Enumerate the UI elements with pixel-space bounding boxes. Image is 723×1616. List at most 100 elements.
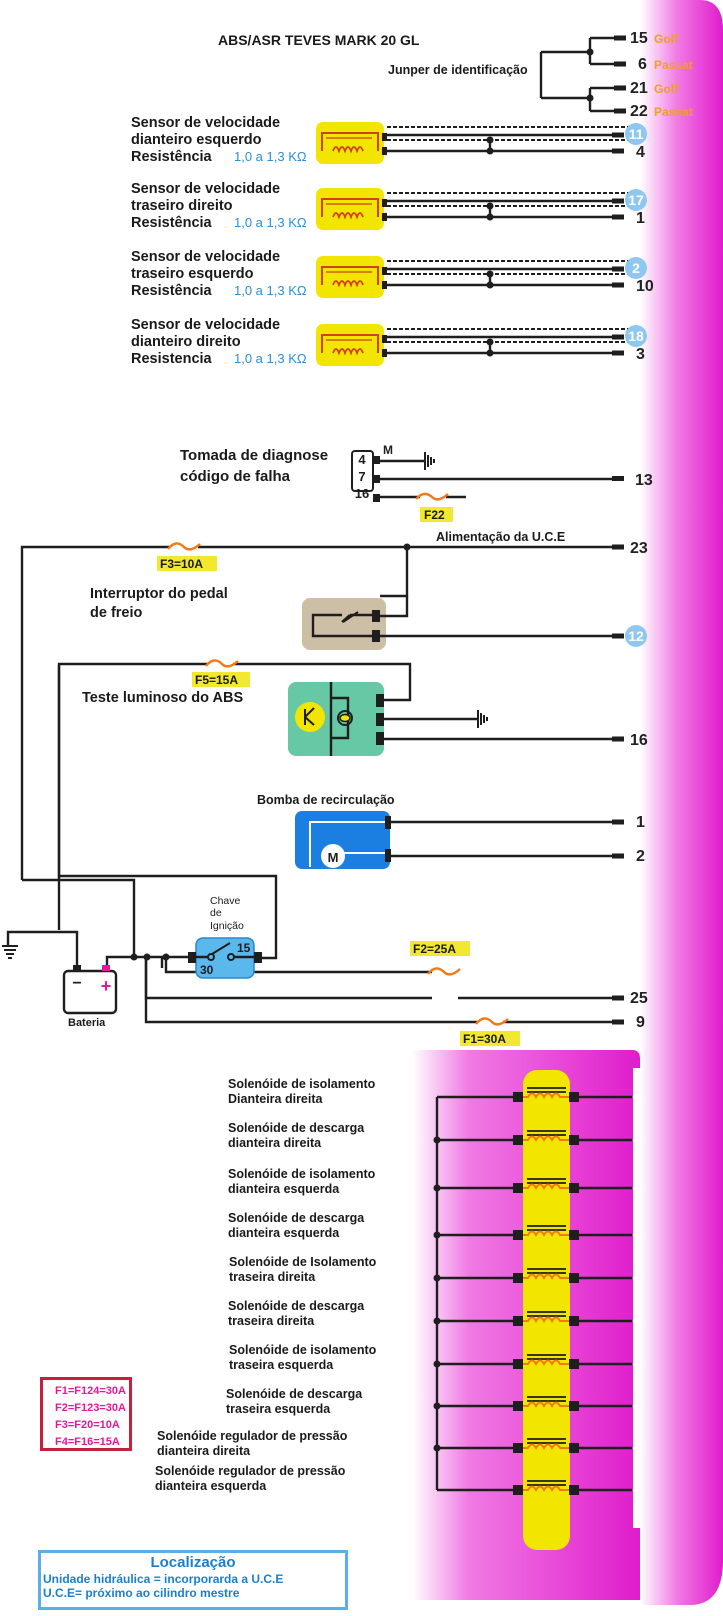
motor-icon	[321, 844, 345, 868]
coil-icon	[523, 1401, 569, 1409]
coil-icon	[523, 1135, 569, 1143]
brake-switch-label-1: Interruptor do pedal	[90, 586, 228, 602]
ecu-pin-signal: 17	[628, 192, 644, 208]
svg-text:Passat: Passat	[654, 58, 693, 72]
svg-text:16: 16	[355, 486, 369, 501]
sensor-title: Sensor de velocidade	[131, 317, 280, 333]
solenoid-position: traseira esquerda	[226, 1402, 331, 1416]
ecu-pin-ground: 1	[636, 210, 645, 227]
terminal	[612, 476, 624, 481]
ecu-pin-ground: 4	[636, 144, 645, 161]
solenoid-label: Solenóide de descarga	[226, 1387, 363, 1401]
jumper-label: Junper de identificação	[388, 63, 528, 77]
sensor-position: dianteiro esquerdo	[131, 132, 262, 148]
sensor-resistance-value: 1,0 a 1,3 KΩ	[234, 283, 307, 298]
solenoid-valve	[433, 1130, 632, 1145]
solenoid-label: Solenóide de Isolamento	[229, 1255, 377, 1269]
fuse-label-bg	[460, 1031, 520, 1046]
solenoid-position: dianteira esquerda	[228, 1182, 340, 1196]
fuse-legend-item: F3=F20=10A	[55, 1419, 120, 1431]
coil-icon	[523, 1485, 569, 1493]
svg-text:7: 7	[358, 469, 365, 484]
coil-icon	[332, 280, 364, 288]
coil-icon	[523, 1273, 569, 1281]
ecu-pin-ground: 3	[636, 346, 645, 363]
sensor-resistance-label: Resistencia	[131, 351, 213, 367]
sensor-position: dianteiro direito	[131, 334, 241, 350]
fuse-label-bg	[192, 672, 250, 687]
diagnostic-label-1: Tomada de diagnose	[180, 447, 328, 464]
fuse-f1-symbol	[475, 1017, 509, 1026]
solenoid-valve	[433, 1396, 632, 1411]
ignition-switch[interactable]: 30 15	[188, 937, 262, 979]
hydraulic-unit-gap	[633, 1068, 641, 1528]
pump-label: Bomba de recirculação	[257, 793, 395, 807]
diagnostic-label-2: código de falha	[180, 468, 291, 485]
diagnostic-connector: 4 7 16 M	[351, 443, 620, 502]
sensor-resistance-label: Resistência	[131, 283, 213, 299]
terminal	[612, 633, 624, 639]
sensor-position: traseiro direito	[131, 198, 233, 214]
ignition-wiring	[6, 665, 620, 1024]
fuse-legend-item: F4=F16=15A	[55, 1436, 120, 1448]
svg-text:+: +	[101, 976, 112, 996]
solenoid-label: Solenóide de isolamento	[228, 1167, 376, 1181]
ground-icon	[477, 710, 488, 728]
sensor-body	[316, 324, 384, 366]
sensor-title: Sensor de velocidade	[131, 249, 280, 265]
svg-text:Golf: Golf	[654, 32, 679, 46]
sensor-body	[316, 122, 384, 164]
terminal	[612, 736, 624, 742]
solenoid-valve	[433, 1268, 632, 1283]
solenoid-label: Solenóide de descarga	[228, 1121, 365, 1135]
fuse-legend: F1=F124=30A F2=F123=30A F3=F20=10A F4=F1…	[40, 1377, 132, 1451]
svg-text:30: 30	[200, 963, 214, 977]
ground-icon	[424, 452, 435, 470]
ecu-pin-signal: 2	[632, 260, 640, 276]
fuse-f1-label: F1=30A	[463, 1032, 506, 1046]
solenoid-valve	[433, 1178, 632, 1193]
solenoid-label: Solenóide de isolamento	[229, 1343, 377, 1357]
ecu-pin-signal: 11	[629, 126, 644, 142]
solenoid-label: Solenóide de descarga	[228, 1299, 365, 1313]
ignition-junctions	[130, 953, 170, 961]
power-label: Alimentação da U.C.E	[436, 530, 565, 544]
location-line-1: Unidade hidráulica = incorporarda a U.C.…	[43, 1572, 284, 1586]
solenoid-position: traseira esquerda	[229, 1358, 334, 1372]
fuse-label-bg	[410, 941, 470, 956]
svg-text:15: 15	[237, 941, 251, 955]
solenoid-valve	[433, 1438, 632, 1453]
terminal	[612, 1019, 624, 1025]
solenoid-valve	[433, 1225, 632, 1240]
ignition-label-1: Chave	[210, 895, 241, 907]
fuse-label-bg	[420, 507, 453, 522]
brake-switch	[302, 596, 620, 650]
terminal	[612, 995, 624, 1001]
fuse-label-bg	[157, 556, 217, 571]
sensor-title: Sensor de velocidade	[131, 115, 280, 131]
ecu-pin-9: 9	[636, 1014, 645, 1031]
coil-icon	[523, 1230, 569, 1238]
svg-text:15: 15	[630, 30, 648, 47]
battery-label: Bateria	[68, 1017, 106, 1029]
solenoid-position: dianteira esquerda	[155, 1479, 267, 1493]
sensor-body	[316, 256, 384, 298]
sensor-resistance-value: 1,0 a 1,3 KΩ	[234, 351, 307, 366]
ignition-label-3: Ignição	[210, 920, 244, 932]
ecu-pin-16: 16	[630, 732, 648, 749]
ecu-pin-signal: 18	[628, 328, 644, 344]
ecu-pin-ground: 10	[636, 278, 654, 295]
sensor-position: traseiro esquerdo	[131, 266, 254, 282]
fuse-f2-label: F2=25A	[413, 942, 456, 956]
coil-icon	[332, 348, 364, 356]
jumper-pins: 15 Golf 6 Passat 21 Golf 22 Passat	[630, 30, 693, 120]
abs-lamp-module	[288, 682, 620, 756]
ecu-connector-bar	[640, 0, 723, 1605]
fuse-f5-label: F5=15A	[195, 673, 238, 687]
